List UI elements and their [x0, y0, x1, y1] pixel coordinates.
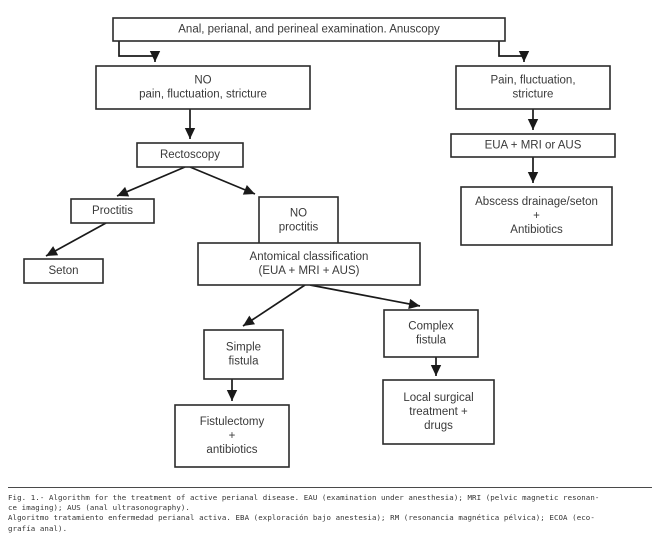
- node-rectoscopy[interactable]: Rectoscopy: [136, 142, 244, 168]
- node-box-anatomic[interactable]: [197, 242, 421, 286]
- node-label-exam: Anal, perianal, and perineal examination…: [178, 24, 440, 36]
- node-label-no_pain: NO: [194, 75, 211, 87]
- arrowhead: [430, 365, 442, 376]
- flow-arrow-exam-to-pain: [498, 41, 530, 62]
- node-exam[interactable]: Anal, perianal, and perineal examination…: [112, 17, 506, 42]
- arrowhead: [408, 298, 420, 310]
- node-label-proctitis: Proctitis: [92, 205, 133, 217]
- node-label-abscess: +: [533, 210, 540, 222]
- node-label-abscess: Abscess drainage/seton: [475, 196, 598, 208]
- node-label-fistulect: +: [229, 430, 236, 442]
- node-label-complex: Complex: [408, 321, 454, 333]
- arrowhead: [242, 184, 255, 195]
- node-box-rectoscopy[interactable]: [136, 142, 244, 168]
- node-box-exam[interactable]: [112, 17, 506, 42]
- node-label-eua_mri: EUA + MRI or AUS: [485, 140, 582, 152]
- arrowhead: [527, 119, 539, 130]
- flow-arrow-rectoscopy-to-no-proct: [189, 166, 256, 195]
- node-box-local[interactable]: [382, 379, 495, 445]
- node-no_pain[interactable]: NO pain, fluctuation, stricture: [95, 65, 311, 110]
- node-label-simple: fistula: [228, 356, 259, 368]
- node-label-no_proct: NO: [290, 208, 307, 220]
- flow-arrow-pain-to-eua-mri: [527, 109, 539, 130]
- caption-line-1: Fig. 1.- Algorithm for the treatment of …: [8, 493, 600, 502]
- perianal-disease-flowchart: Anal, perianal, and perineal examination…: [23, 17, 616, 468]
- flow-arrow-eua-mri-to-abscess: [527, 157, 539, 183]
- flow-arrow-proctitis-to-seton: [45, 222, 107, 257]
- node-abscess[interactable]: Abscess drainage/seton + Antibiotics: [460, 186, 613, 246]
- node-box-no_pain[interactable]: [95, 65, 311, 110]
- node-box-abscess[interactable]: [460, 186, 613, 246]
- caption-divider: [8, 487, 652, 488]
- node-box-simple[interactable]: [203, 329, 284, 380]
- edges-layer: [45, 41, 539, 401]
- node-local[interactable]: Local surgical treatment + drugs: [382, 379, 495, 445]
- node-label-pain: Pain, fluctuation,: [490, 75, 575, 87]
- node-box-proctitis[interactable]: [70, 198, 155, 224]
- arrowhead: [46, 246, 59, 256]
- flow-arrow-rectoscopy-to-proctitis: [116, 166, 186, 197]
- flow-arrow-anatomic-to-simple: [242, 284, 306, 327]
- node-anatomic[interactable]: Antomical classification (EUA + MRI + AUS…: [197, 242, 421, 286]
- figure-caption: Fig. 1.- Algorithm for the treatment of …: [8, 487, 656, 534]
- arrowhead: [117, 186, 130, 197]
- node-seton[interactable]: Seton: [23, 258, 104, 284]
- node-box-complex[interactable]: [383, 309, 479, 358]
- node-label-anatomic: (EUA + MRI + AUS): [259, 265, 360, 277]
- arrowhead: [226, 390, 238, 401]
- node-box-seton[interactable]: [23, 258, 104, 284]
- caption-line-3: Algoritmo tratamiento enfermedad periana…: [8, 513, 595, 523]
- flow-arrow-no-pain-to-rectoscopy: [184, 109, 196, 139]
- node-label-local: drugs: [424, 420, 453, 432]
- node-box-fistulect[interactable]: [174, 404, 290, 468]
- node-label-pain: stricture: [513, 89, 554, 101]
- node-fistulect[interactable]: Fistulectomy + antibiotics: [174, 404, 290, 468]
- node-label-local: Local surgical: [403, 392, 473, 404]
- node-box-eua_mri[interactable]: [450, 133, 616, 158]
- node-simple[interactable]: Simple fistula: [203, 329, 284, 380]
- node-label-rectoscopy: Rectoscopy: [160, 149, 220, 161]
- flow-arrow-complex-to-local: [430, 357, 442, 376]
- nodes-layer: Anal, perianal, and perineal examination…: [23, 17, 616, 468]
- node-label-simple: Simple: [226, 342, 261, 354]
- node-pain[interactable]: Pain, fluctuation, stricture: [455, 65, 611, 110]
- arrowhead: [184, 128, 196, 139]
- node-label-no_pain: pain, fluctuation, stricture: [139, 89, 267, 101]
- arrowhead: [527, 172, 539, 183]
- flow-arrow-anatomic-to-complex: [309, 284, 421, 310]
- node-box-pain[interactable]: [455, 65, 611, 110]
- flow-arrow-simple-to-fistulect: [226, 379, 238, 401]
- node-label-complex: fistula: [416, 335, 447, 347]
- node-box-no_proct[interactable]: [258, 196, 339, 245]
- node-label-no_proct: proctitis: [279, 222, 319, 234]
- node-label-anatomic: Antomical classification: [250, 251, 369, 263]
- arrowhead: [149, 51, 161, 62]
- flow-arrow-exam-to-no-pain: [118, 41, 161, 62]
- node-label-fistulect: antibiotics: [206, 444, 257, 456]
- node-label-local: treatment +: [409, 406, 468, 418]
- caption-line-2: ce imaging); AUS (anal ultrasonography).: [8, 503, 190, 513]
- node-eua_mri[interactable]: EUA + MRI or AUS: [450, 133, 616, 158]
- node-label-fistulect: Fistulectomy: [200, 416, 265, 428]
- arrowhead: [518, 51, 530, 62]
- node-complex[interactable]: Complex fistula: [383, 309, 479, 358]
- caption-line-4: grafía anal).: [8, 523, 68, 533]
- node-proctitis[interactable]: Proctitis: [70, 198, 155, 224]
- node-label-seton: Seton: [48, 265, 78, 277]
- node-no_proct[interactable]: NO proctitis: [258, 196, 339, 245]
- node-label-abscess: Antibiotics: [510, 224, 563, 236]
- arrowhead: [243, 315, 256, 326]
